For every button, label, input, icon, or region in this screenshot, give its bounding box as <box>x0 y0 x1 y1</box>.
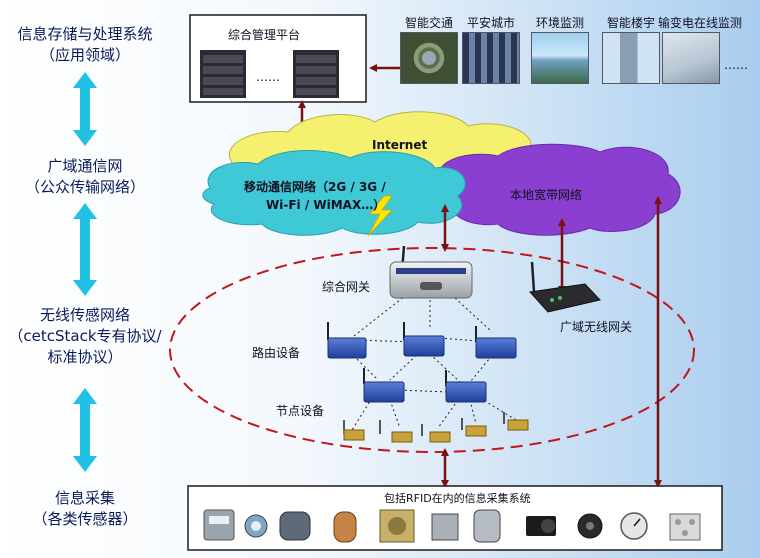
environment-photo-icon <box>531 32 589 84</box>
camera-icon <box>526 516 556 536</box>
broadband-label: 本地宽带网络 <box>510 188 583 202</box>
gateway-device-icon <box>389 245 473 299</box>
flowmeter-icon <box>379 509 415 543</box>
layer-wsn-subtitle-2: 标准协议） <box>47 348 123 366</box>
layer-collection-subtitle: （各类传感器） <box>32 510 138 528</box>
server-rack-icon <box>200 50 246 98</box>
mesh-links <box>349 295 517 431</box>
router-device-icon <box>403 322 445 357</box>
cctv-wall-photo-icon <box>462 32 520 84</box>
mobile-network-label-1: 移动通信网络（2G / 3G / <box>244 180 386 194</box>
wan-gateway-label: 广域无线网关 <box>560 320 633 334</box>
layer-application: 信息存储与处理系统 （应用领域） <box>0 24 170 66</box>
layer-arrow-1 <box>73 72 97 146</box>
app-safe-city-label: 平安城市 <box>466 16 515 30</box>
gas-meter-icon <box>203 509 235 541</box>
mobile-network-cloud <box>202 149 466 236</box>
building-photo-icon <box>602 32 660 84</box>
app-traffic-label: 智能交通 <box>404 16 453 30</box>
app-power-monitoring-label: 输变电在线监测 <box>658 16 743 30</box>
router-device-icon <box>327 322 367 359</box>
node-device-icon <box>421 424 451 443</box>
server-rack-icon <box>293 50 339 98</box>
app-building: 智能楼宇 <box>602 14 660 84</box>
layer-arrow-2 <box>73 203 97 296</box>
node-device-icon <box>343 420 365 441</box>
node-label: 节点设备 <box>276 404 325 418</box>
node-device-icon <box>461 418 487 437</box>
app-power-monitoring: 输变电在线监测 <box>658 14 742 84</box>
layer-application-subtitle: （应用领域） <box>39 46 130 64</box>
collection-system-box <box>187 485 723 551</box>
router-device-icon <box>475 326 517 359</box>
node-devices <box>343 412 529 443</box>
layer-wsn-subtitle: （cetcStack专有协议/ <box>8 327 162 345</box>
management-platform <box>189 14 367 103</box>
app-building-label: 智能楼宇 <box>606 16 655 30</box>
router-device-icon <box>363 368 405 403</box>
connector-icon <box>669 513 701 541</box>
layer-arrows <box>73 72 97 472</box>
wsn-boundary-ellipse <box>169 247 695 453</box>
platform-dots: …… <box>256 70 280 84</box>
gauge-icon <box>620 512 648 540</box>
speaker-sensor-icon <box>577 513 603 539</box>
router-device-icon <box>445 370 487 403</box>
collection-title: 包括RFID在内的信息采集系统 <box>384 492 531 505</box>
load-cell-icon <box>431 513 459 541</box>
layer-wsn: 无线传感网络 （cetcStack专有协议/ 标准协议） <box>0 305 170 368</box>
layer-application-title: 信息存储与处理系统 <box>17 25 153 43</box>
app-safe-city: 平安城市 <box>462 14 520 84</box>
gateway-label: 综合网关 <box>322 280 371 294</box>
water-meter-icon <box>244 514 268 538</box>
layer-arrow-3 <box>73 388 97 472</box>
layer-wan-title: 广域通信网 <box>47 157 123 175</box>
app-environment-label: 环境监测 <box>535 16 584 30</box>
node-device-icon <box>379 420 413 443</box>
platform-title: 综合管理平台 <box>228 28 301 42</box>
app-traffic: 智能交通 <box>400 14 458 84</box>
pressure-sensor-icon <box>333 511 357 543</box>
router-label: 路由设备 <box>252 346 301 360</box>
layer-collection: 信息采集 （各类传感器） <box>0 488 170 530</box>
wan-gateway-device-icon <box>529 261 601 313</box>
traffic-interchange-photo-icon <box>400 32 458 84</box>
layer-wan-subtitle: （公众传输网络） <box>24 178 145 196</box>
layer-wsn-title: 无线传感网络 <box>39 306 130 324</box>
node-device-icon <box>503 412 529 431</box>
broadband-cloud <box>435 143 681 236</box>
ultrasonic-sensor-icon <box>473 509 501 543</box>
layer-wan: 广域通信网 （公众传输网络） <box>0 156 170 198</box>
apps-more: …… <box>724 58 748 72</box>
flow-meter-icon <box>279 511 311 541</box>
mobile-network-label-2: Wi-Fi / WiMAX…） <box>266 198 386 212</box>
layer-collection-title: 信息采集 <box>54 489 115 507</box>
app-environment: 环境监测 <box>531 14 589 84</box>
sensor-icons <box>203 509 701 543</box>
lightning-icon <box>367 195 393 237</box>
internet-label: Internet <box>372 138 428 152</box>
power-line-photo-icon <box>662 32 720 84</box>
